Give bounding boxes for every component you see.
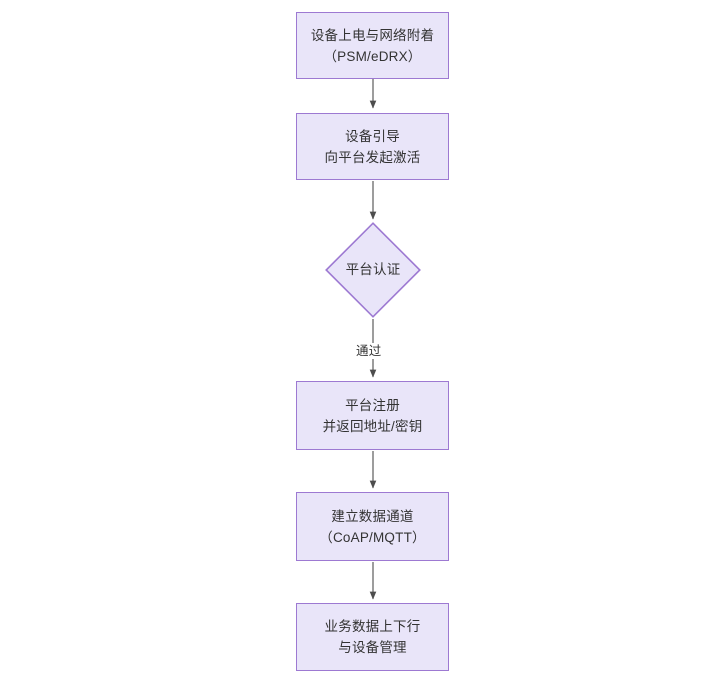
node-label-line1: 平台认证 (345, 262, 401, 277)
node-device-power-on[interactable]: 设备上电与网络附着 （PSM/eDRX） (296, 12, 449, 79)
node-label-line1: 设备上电与网络附着 (310, 27, 435, 43)
node-establish-data-channel[interactable]: 建立数据通道 （CoAP/MQTT） (296, 492, 449, 561)
edge-label-pass: 通过 (354, 343, 384, 359)
node-platform-registration[interactable]: 平台注册 并返回地址/密钥 (296, 381, 449, 450)
node-label-line1: 平台注册 (345, 397, 400, 413)
node-device-bootstrap[interactable]: 设备引导 向平台发起激活 (296, 113, 449, 180)
node-label-line2: 向平台发起激活 (324, 149, 421, 165)
node-label-line2: （PSM/eDRX） (323, 48, 422, 64)
node-label-line1: 设备引导 (345, 128, 400, 144)
node-label-line2: 与设备管理 (338, 640, 407, 655)
node-label-line1: 业务数据上下行 (324, 619, 421, 634)
node-label-line1: 建立数据通道 (331, 508, 414, 524)
node-label-line2: 并返回地址/密钥 (322, 418, 423, 434)
node-platform-authentication[interactable]: 平台认证 (325, 222, 421, 318)
diamond-shape-icon (325, 222, 421, 318)
node-label-line2: （CoAP/MQTT） (319, 529, 426, 545)
node-business-data-and-device-management[interactable]: 业务数据上下行 与设备管理 (296, 603, 449, 671)
